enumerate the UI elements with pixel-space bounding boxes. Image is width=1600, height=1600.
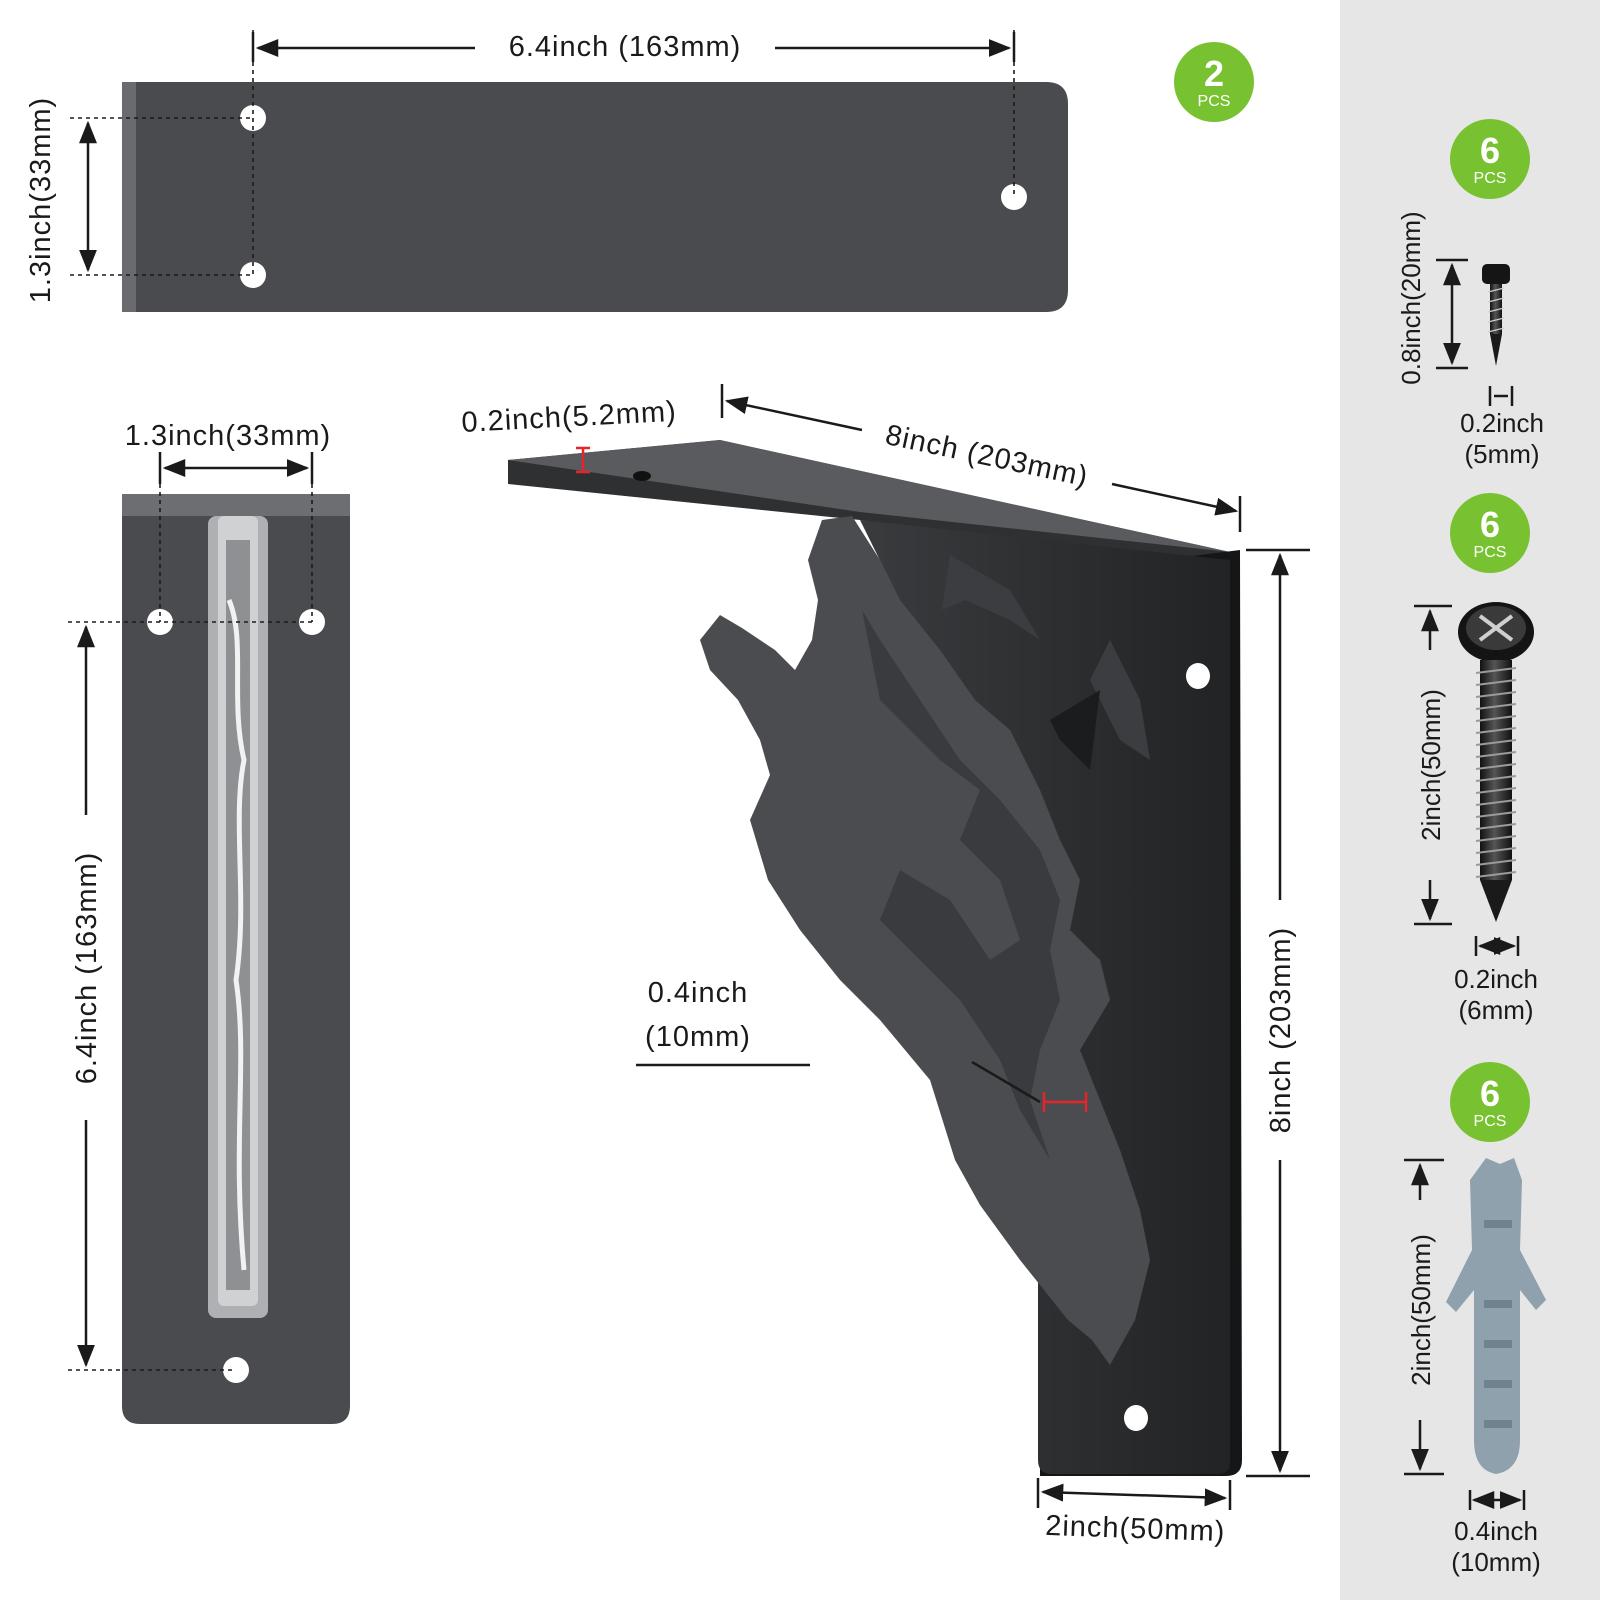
- long-screw-diameter-line2: (6mm): [1458, 995, 1533, 1025]
- short-screw-length-label: 0.8inch(20mm): [1396, 211, 1426, 384]
- badge-unit: PCS: [1474, 170, 1507, 187]
- long-screw-length-label: 2inch(50mm): [1416, 689, 1446, 841]
- bracket-top-arm: [508, 440, 1230, 552]
- side-view-length-label: 6.4inch (163mm): [71, 852, 103, 1085]
- badge-number: 2: [1204, 53, 1224, 94]
- top-plate-hole: [240, 262, 266, 288]
- top-plate-hole: [1001, 184, 1027, 210]
- short-screw-icon: [1482, 264, 1510, 284]
- badge-number: 6: [1480, 130, 1500, 171]
- top-plate-quantity-badge: [1174, 42, 1254, 122]
- badge-number: 6: [1480, 1073, 1500, 1114]
- bracket-height-label: 8inch (203mm): [1265, 927, 1297, 1133]
- top-plate-edge: [122, 82, 136, 312]
- bracket-hole: [1124, 1405, 1148, 1431]
- long-screw-diameter-line1: 0.2inch: [1454, 964, 1538, 994]
- short-screw-diameter-line2: (5mm): [1464, 439, 1539, 469]
- top-plate-width-label: 1.3inch(33mm): [25, 97, 57, 303]
- bracket-plate-thickness-line2: (10mm): [645, 1021, 751, 1053]
- short-screw-group: 6 PCS 0.8inch(20mm) 0.2inch (5mm): [1396, 119, 1544, 469]
- short-screw-quantity-badge: [1450, 119, 1530, 199]
- side-view: 1.3inch(33mm) 6.4inch (163mm): [68, 420, 350, 1424]
- long-screw-quantity-badge: [1450, 493, 1530, 573]
- top-plate-length-label: 6.4inch (163mm): [509, 31, 742, 63]
- short-screw-diameter-line1: 0.2inch: [1460, 408, 1544, 438]
- bracket-thickness-label: 0.2inch(5.2mm): [461, 396, 678, 439]
- side-view-hole: [223, 1357, 249, 1383]
- wall-anchor-diameter-line2: (10mm): [1451, 1547, 1541, 1577]
- badge-unit: PCS: [1474, 544, 1507, 561]
- bracket-hole: [1186, 663, 1210, 689]
- bracket-plate-thickness-line1: 0.4inch: [648, 977, 749, 1009]
- top-plate-view: 6.4inch (163mm) 1.3inch(33mm) 2 PCS: [25, 30, 1254, 312]
- badge-unit: PCS: [1474, 1113, 1507, 1130]
- badge-number: 6: [1480, 504, 1500, 545]
- bracket-perspective-view: 0.2inch(5.2mm) 8inch (203mm) 8inch (203m…: [461, 384, 1310, 1548]
- bracket-arm-length-label: 8inch (203mm): [883, 419, 1092, 493]
- wall-anchor-diameter-line1: 0.4inch: [1454, 1516, 1538, 1546]
- side-view-top-flange: [122, 494, 350, 516]
- badge-unit: PCS: [1198, 93, 1231, 110]
- wall-anchor-length-label: 2inch(50mm): [1406, 1234, 1436, 1386]
- hardware-panel-background: [1340, 0, 1600, 1600]
- wall-anchor-quantity-badge: [1450, 1062, 1530, 1142]
- wall-anchor-icon: [1446, 1158, 1546, 1474]
- top-plate: [122, 82, 1068, 312]
- side-view-width-label: 1.3inch(33mm): [125, 420, 331, 452]
- long-screw-group: 6 PCS 2inch(50mm) 0.2inch (6mm): [1414, 493, 1538, 1025]
- bracket-base-width-label: 2inch(50mm): [1045, 1510, 1226, 1548]
- wall-anchor-group: 6 PCS 2inch(50mm) 0.4inch (10mm): [1404, 1062, 1546, 1577]
